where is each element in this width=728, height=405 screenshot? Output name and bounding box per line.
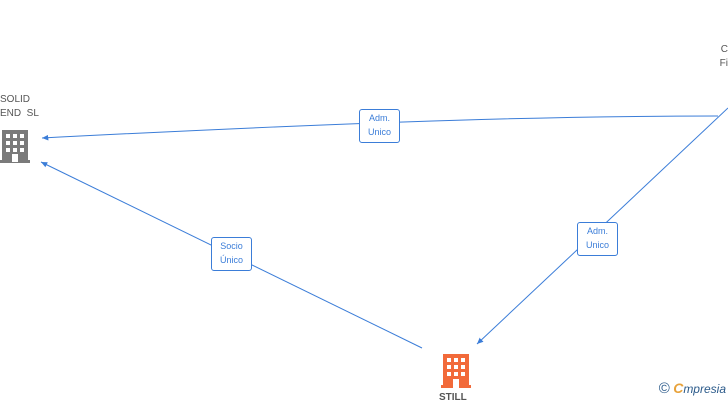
right-person-label-line-1: C xyxy=(720,44,728,55)
edge-label-line: Unico xyxy=(585,240,609,250)
right-person-label[interactable]: C Fi xyxy=(720,43,728,71)
edge-adm-unico-top xyxy=(41,115,719,141)
bottom-company-label[interactable]: STILL xyxy=(439,391,467,405)
left-company-label-line-1: SOLID xyxy=(0,94,31,105)
edge-label-line: Único xyxy=(219,255,243,265)
brand-logo-text: mpresia xyxy=(683,382,726,396)
building-icon-highlight[interactable] xyxy=(441,354,471,388)
left-company-label-line-2: END SL xyxy=(0,108,39,119)
copyright-icon: © xyxy=(658,380,670,397)
left-company-label[interactable]: SOLID END SL xyxy=(0,93,39,121)
copyright-brand: © Cmpresia xyxy=(659,380,726,397)
brand-logo-letter: C xyxy=(673,380,684,396)
edge-label-socio-unico: Socio Único xyxy=(211,237,252,271)
edge-label-adm-unico-top: Adm. Unico xyxy=(359,109,400,143)
edge-label-line: Unico xyxy=(367,127,391,137)
edge-label-line: Adm. xyxy=(368,113,390,123)
building-icon[interactable] xyxy=(0,130,30,163)
edge-label-adm-unico-right: Adm. Unico xyxy=(577,222,618,256)
right-person-label-line-2: Fi xyxy=(719,58,728,69)
bottom-company-label-line-1: STILL xyxy=(439,392,467,403)
edge-label-line: Socio xyxy=(220,241,243,251)
edge-label-line: Adm. xyxy=(586,226,608,236)
